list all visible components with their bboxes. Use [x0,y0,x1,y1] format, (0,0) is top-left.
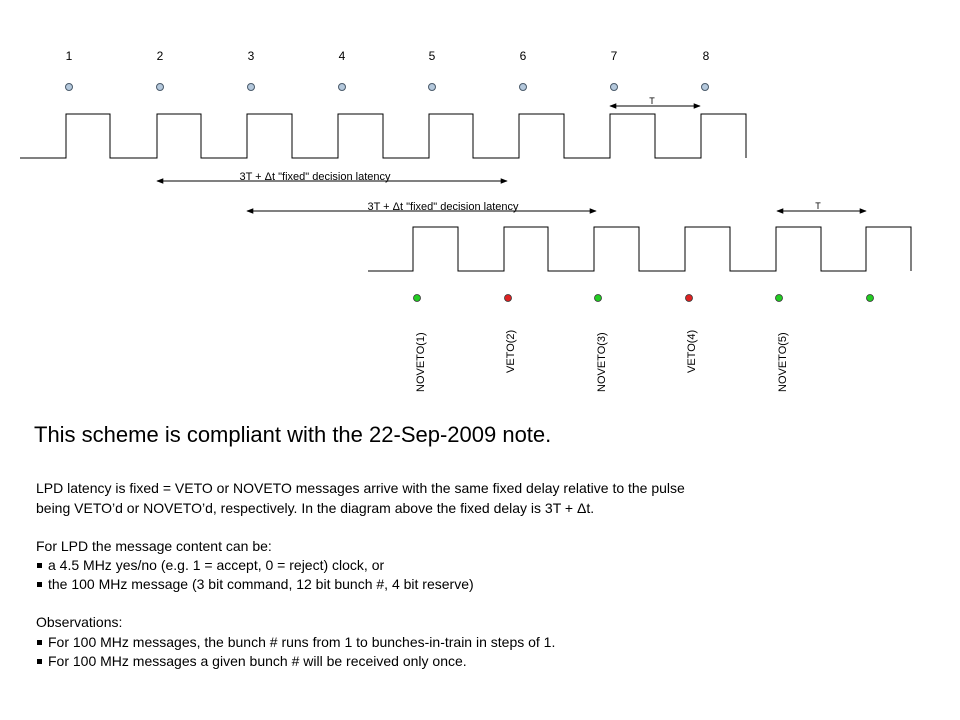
decision-markers [413,294,874,302]
bullet-icon [37,639,42,645]
bullet-text: For 100 MHz messages, the bunch # runs f… [48,634,556,650]
decision-label: NOVETO(1) [415,332,427,392]
top-period-label: T [649,96,655,106]
pulse-number-label: 8 [703,49,710,63]
bullet-icon [37,658,42,664]
top-pulse-markers [65,83,709,91]
pulse-marker [247,83,255,91]
decision-marker [594,294,602,302]
latency-paragraph-line-1: LPD latency is fixed = VETO or NOVETO me… [36,480,685,496]
observation-bullet-2: For 100 MHz messages a given bunch # wil… [36,651,467,671]
bullet-text: the 100 MHz message (3 bit command, 12 b… [48,576,474,592]
pulse-number-label: 2 [157,49,164,63]
bullet-icon [37,581,42,587]
pulse-number-label: 6 [520,49,527,63]
pulse-marker [610,83,618,91]
decision-marker [866,294,874,302]
bottom-period-label: T [815,201,821,211]
observations-title: Observations: [36,614,123,630]
latency-label-1: 3T + Δt "fixed" decision latency [239,171,391,183]
decision-label: VETO(2) [505,330,517,373]
message-content-bullet-2: the 100 MHz message (3 bit command, 12 b… [36,574,474,594]
bullet-text: For 100 MHz messages a given bunch # wil… [48,653,467,669]
bullet-icon [37,562,42,568]
decision-marker [413,294,421,302]
latency-paragraph-line-2: being VETO’d or NOVETO’d, respectively. … [36,500,595,516]
decision-marker [775,294,783,302]
pulse-marker [701,83,709,91]
pulse-marker [338,83,346,91]
decision-marker [504,294,512,302]
observation-bullet-1: For 100 MHz messages, the bunch # runs f… [36,632,555,652]
headline: This scheme is compliant with the 22-Sep… [34,422,552,447]
pulse-marker [428,83,436,91]
bullet-text: a 4.5 MHz yes/no (e.g. 1 = accept, 0 = r… [48,557,385,573]
latency-label-2: 3T + Δt "fixed" decision latency [367,201,519,213]
top-pulse-numbers: 1 2 3 4 5 6 7 8 [66,49,710,63]
bottom-clock-waveform [368,226,912,272]
timing-diagram: 1 2 3 4 5 6 7 8 T 3T + Δt "fixed" decisi… [20,49,912,392]
pulse-number-label: 4 [339,49,346,63]
pulse-marker [65,83,73,91]
pulse-number-label: 1 [66,49,73,63]
decision-label: NOVETO(5) [777,332,789,392]
top-clock-waveform [20,113,747,159]
message-content-bullet-1: a 4.5 MHz yes/no (e.g. 1 = accept, 0 = r… [36,555,384,575]
decision-label: VETO(4) [686,330,698,373]
decision-label: NOVETO(3) [596,332,608,392]
message-content-title: For LPD the message content can be: [36,538,272,554]
pulse-number-label: 5 [429,49,436,63]
decision-marker [685,294,693,302]
pulse-marker [156,83,164,91]
pulse-number-label: 7 [611,49,618,63]
pulse-marker [519,83,527,91]
pulse-number-label: 3 [248,49,255,63]
